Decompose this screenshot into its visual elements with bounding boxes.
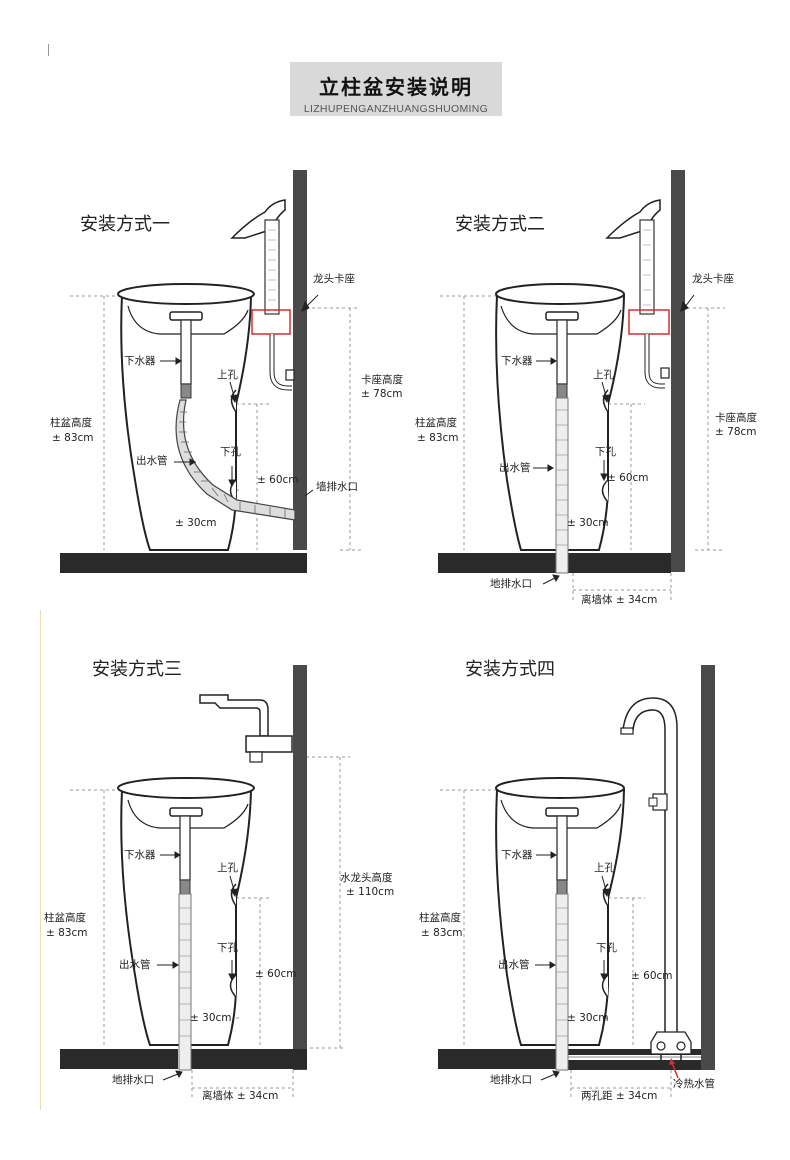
label-basin-height: 柱盆高度 xyxy=(50,417,92,429)
install-panel-3: 安装方式三 下水器 上孔 水龙头高度 ± 110cm 柱盆高度 ± 83cm 下… xyxy=(0,640,395,1160)
install-diagram-2 xyxy=(438,170,725,602)
corner-mark xyxy=(48,44,49,56)
label-faucet-seat: 龙头卡座 xyxy=(313,273,355,285)
label-outlet-pipe: 出水管 xyxy=(499,462,531,474)
header-banner: 立柱盆安装说明 LIZHUPENGANZHUANGSHUOMING xyxy=(290,62,502,116)
install-panel-1: 安装方式一 龙头卡座 下水器 上孔 柱盆高度 ± 83cm 卡座高度 ± 78c… xyxy=(0,150,403,670)
value-wall-distance: 离墙体 ± 34cm xyxy=(202,1090,279,1102)
value-height-60: ± 60cm xyxy=(607,472,649,484)
label-seat-height: 卡座高度 xyxy=(361,374,403,386)
label-faucet-height: 水龙头高度 xyxy=(340,872,393,884)
label-faucet-seat: 龙头卡座 xyxy=(692,273,734,285)
value-height-60: ± 60cm xyxy=(255,968,297,980)
panel-title: 安装方式三 xyxy=(92,659,182,680)
panel-title: 安装方式四 xyxy=(465,659,555,680)
label-drain: 下水器 xyxy=(124,355,156,367)
value-height-30: ± 30cm xyxy=(190,1012,232,1024)
value-basin-height: ± 83cm xyxy=(421,927,463,939)
panel-title: 安装方式一 xyxy=(80,214,170,235)
value-height-60: ± 60cm xyxy=(257,474,299,486)
label-drain: 下水器 xyxy=(501,355,533,367)
page-subtitle: LIZHUPENGANZHUANGSHUOMING xyxy=(303,103,489,115)
panel-title: 安装方式二 xyxy=(455,214,545,235)
page-title: 立柱盆安装说明 xyxy=(319,75,473,99)
label-outlet-pipe: 出水管 xyxy=(119,959,151,971)
panel-divider xyxy=(40,610,41,1110)
value-basin-height: ± 83cm xyxy=(52,432,94,444)
value-faucet-height: ± 110cm xyxy=(346,886,395,898)
label-wall-outlet: 墙排水口 xyxy=(316,481,358,493)
label-outlet-pipe: 出水管 xyxy=(136,455,168,467)
label-basin-height: 柱盆高度 xyxy=(44,912,86,924)
install-diagram-4 xyxy=(438,665,715,1100)
value-height-30: ± 30cm xyxy=(175,517,217,529)
label-floor-outlet: 地排水口 xyxy=(490,1074,532,1086)
value-basin-height: ± 83cm xyxy=(46,927,88,939)
label-lower-hole: 下孔 xyxy=(595,446,616,458)
label-basin-height: 柱盆高度 xyxy=(419,912,461,924)
value-seat-height: ± 78cm xyxy=(361,388,403,400)
value-seat-height: ± 78cm xyxy=(715,426,757,438)
value-height-60: ± 60cm xyxy=(631,970,673,982)
install-panel-2: 安装方式二 龙头卡座 下水器 上孔 柱盆高度 ± 83cm 卡座高度 ± 78c… xyxy=(395,150,790,670)
value-height-30: ± 30cm xyxy=(567,517,609,529)
label-upper-hole: 上孔 xyxy=(217,862,238,874)
label-outlet-pipe: 出水管 xyxy=(498,959,530,971)
label-lower-hole: 下孔 xyxy=(217,942,238,954)
label-basin-height: 柱盆高度 xyxy=(415,417,457,429)
label-drain: 下水器 xyxy=(124,849,156,861)
label-lower-hole: 下孔 xyxy=(220,446,241,458)
value-basin-height: ± 83cm xyxy=(417,432,459,444)
label-drain: 下水器 xyxy=(501,849,533,861)
label-floor-outlet: 地排水口 xyxy=(490,578,532,590)
label-upper-hole: 上孔 xyxy=(593,369,614,381)
label-upper-hole: 上孔 xyxy=(217,369,238,381)
label-upper-hole: 上孔 xyxy=(594,862,615,874)
install-panel-4: 安装方式四 下水器 上孔 柱盆高度 ± 83cm 下孔 出水管 ± 60cm ±… xyxy=(395,640,790,1160)
value-hole-distance: 两孔距 ± 34cm xyxy=(581,1090,658,1102)
label-lower-hole: 下孔 xyxy=(596,942,617,954)
label-water-pipe: 冷热水管 xyxy=(673,1078,715,1090)
label-seat-height: 卡座高度 xyxy=(715,412,757,424)
label-floor-outlet: 地排水口 xyxy=(112,1074,154,1086)
value-height-30: ± 30cm xyxy=(567,1012,609,1024)
install-diagram-1 xyxy=(60,170,364,573)
value-wall-distance: 离墙体 ± 34cm xyxy=(581,594,658,606)
install-diagram-3 xyxy=(60,665,350,1100)
